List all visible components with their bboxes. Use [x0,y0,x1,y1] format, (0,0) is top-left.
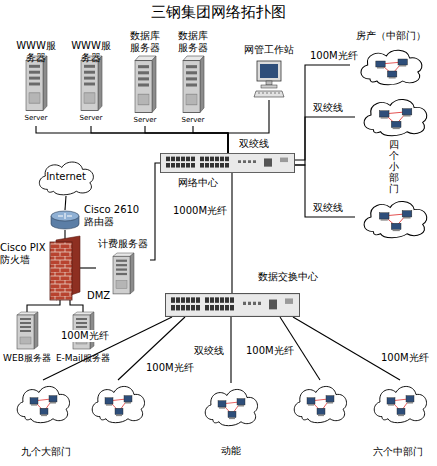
link-label: 双绞线 [193,345,225,357]
network-link [231,173,232,293]
network-link [91,126,228,153]
network-link [70,300,83,312]
link-label: 100M光纤 [145,362,195,374]
link-label: 双绞线 [238,138,270,150]
node-label: Cisco PIX 防火墙 [0,242,48,266]
workstation-node: 网管工作站 [236,44,302,100]
network-link [193,126,228,153]
node-label: WWW服务器 [67,40,115,64]
internet-cloud: Internet [35,158,97,196]
network-link [145,126,228,153]
node-label: 动能 [200,445,262,457]
node-label: WWW服务器 [12,40,60,64]
device-caption: Server [120,116,170,124]
network-link [36,126,228,153]
server-node: WWW服务器 Server [67,38,115,126]
server-icon [181,56,205,114]
node-label: 数据库服务器 [176,30,210,54]
cloud-group-node: 九个大部门 [8,380,153,460]
link-label: 双绞线 [312,202,344,214]
switch-node: 网络中心 [160,153,295,173]
network-link [293,317,400,380]
server-icon [133,56,157,114]
network-link [27,300,60,312]
network-link [150,163,160,260]
node-label: 九个大部门 [8,446,83,458]
server-icon [79,56,103,112]
network-link [65,196,66,210]
server-icon [24,56,48,112]
node-label: WEB服务器 [2,353,52,364]
node-label: 计费服务器 [96,238,150,250]
cloud-group-node: 四个小部门 [355,92,435,242]
switch-icon [165,293,300,317]
firewall-node: Cisco PIX 防火墙 [50,240,80,300]
node-label: E-Mail服务器 [52,353,114,364]
router-node: Cisco 2610路由器 [50,210,80,230]
node-label: Internet [35,171,97,183]
device-caption: Server [67,114,115,122]
cloud-node: 动能 [200,383,262,459]
node-label: 网管工作站 [236,44,302,56]
network-link [295,65,350,160]
router-icon [50,210,80,230]
server-node: 数据库服务器 Server [168,30,218,126]
network-link [228,100,269,153]
server-node: 计费服务器 [96,238,150,296]
link-label: 100M光纤 [245,345,295,357]
zone-label: DMZ [86,290,111,302]
switch-icon [160,153,295,173]
cloud-icon [290,382,350,424]
link-label: 100M光纤 [309,50,359,62]
node-label: 六个中部门 [360,446,435,458]
server-node: WWW服务器 Server [12,38,60,126]
network-link [230,317,231,383]
server-icon [111,253,135,295]
server-icon [15,312,39,350]
cloud-node: 房产（中部门） [350,30,432,88]
network-link [295,117,355,165]
node-label: Cisco 2610路由器 [84,204,146,228]
device-caption: Server [12,114,60,122]
device-caption: Server [168,116,218,124]
cloud-icon [13,382,73,424]
switch-node: 数据交换中心 [165,293,300,317]
link-label: 100M光纤 [60,330,110,342]
cloud-group-node: 六个中部门 [285,380,435,460]
cloud-icon [356,46,426,86]
link-label: 100M光纤 [380,352,430,364]
workstation-icon [254,60,284,98]
node-label: 数据库服务器 [128,30,162,54]
link-label: 双绞线 [312,102,344,114]
cloud-icon [370,382,430,424]
server-node: 数据库服务器 Server [120,30,170,126]
server-node: WEB服务器 [2,312,52,368]
cloud-icon [359,95,431,137]
node-label: 网络中心 [178,177,230,189]
cloud-icon [359,197,431,239]
node-label: 数据交换中心 [258,271,338,283]
cloud-icon [201,385,261,427]
node-label: 四个小部门 [389,139,399,194]
network-link [80,267,96,268]
network-link [295,165,355,217]
firewall-icon [50,240,80,300]
link-label: 1000M光纤 [172,205,228,217]
diagram-title: 三钢集团网络拓扑图 [0,3,437,22]
node-label: 房产（中部门） [350,30,432,42]
cloud-icon [88,382,148,424]
